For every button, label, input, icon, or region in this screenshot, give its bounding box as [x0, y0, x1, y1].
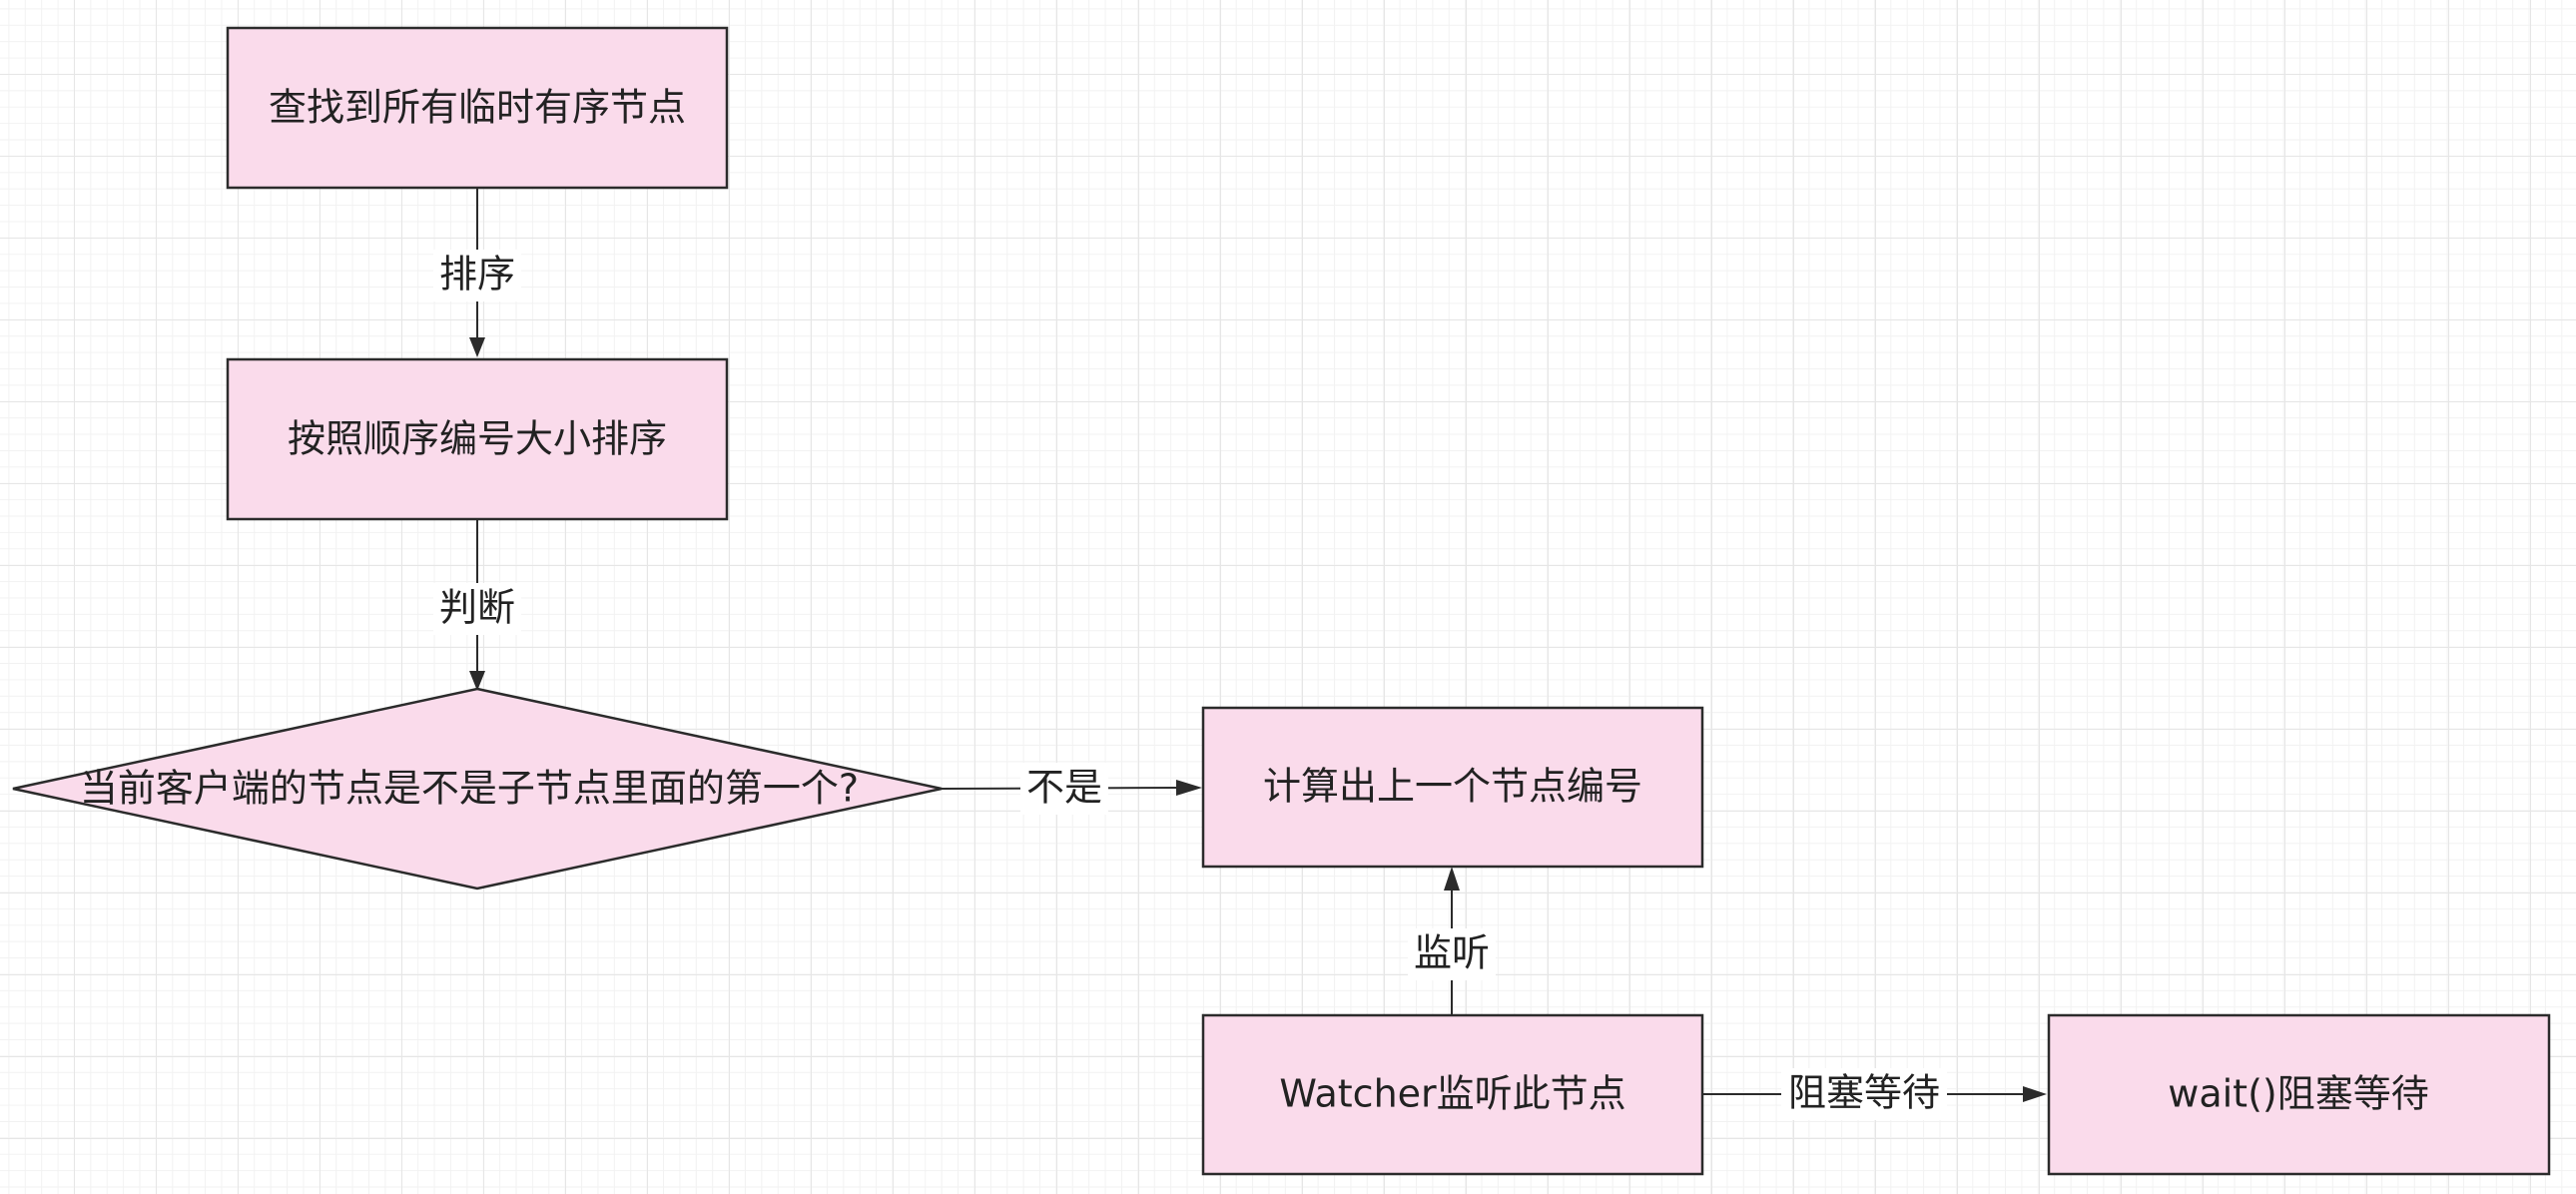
- edge-decision-to-compute[interactable]: 不是: [941, 763, 1202, 815]
- node-sort-by-number-label: 按照顺序编号大小排序: [288, 417, 667, 461]
- edge-label-judge: 判断: [439, 586, 515, 630]
- node-find-all-nodes-label: 查找到所有临时有序节点: [269, 86, 686, 130]
- node-sort-by-number[interactable]: 按照顺序编号大小排序: [226, 357, 729, 521]
- node-wait-block[interactable]: wait()阻塞等待: [2047, 1013, 2551, 1176]
- node-compute-previous[interactable]: 计算出上一个节点编号: [1201, 706, 1704, 869]
- edge-watcher-to-compute[interactable]: 监听: [1408, 867, 1496, 1014]
- node-compute-previous-label: 计算出上一个节点编号: [1263, 765, 1642, 809]
- edge-label-block-wait: 阻塞等待: [1788, 1071, 1940, 1115]
- node-watcher-listen-label: Watcher监听此节点: [1279, 1072, 1625, 1116]
- node-wait-block-label: wait()阻塞等待: [2168, 1072, 2428, 1116]
- edge-watcher-to-wait[interactable]: 阻塞等待: [1703, 1068, 2047, 1120]
- edge-label-not: 不是: [1026, 766, 1102, 810]
- edge-label-listen: 监听: [1414, 931, 1490, 975]
- edge-label-sort: 排序: [439, 253, 515, 297]
- node-decision-is-first[interactable]: 当前客户端的节点是不是子节点里面的第一个?: [12, 687, 943, 891]
- node-watcher-listen[interactable]: Watcher监听此节点: [1201, 1013, 1704, 1176]
- edge-sort-to-decision[interactable]: 判断: [433, 519, 521, 691]
- node-decision-is-first-label: 当前客户端的节点是不是子节点里面的第一个?: [80, 767, 859, 811]
- edge-find-to-sort[interactable]: 排序: [433, 188, 521, 357]
- node-find-all-nodes[interactable]: 查找到所有临时有序节点: [226, 26, 729, 190]
